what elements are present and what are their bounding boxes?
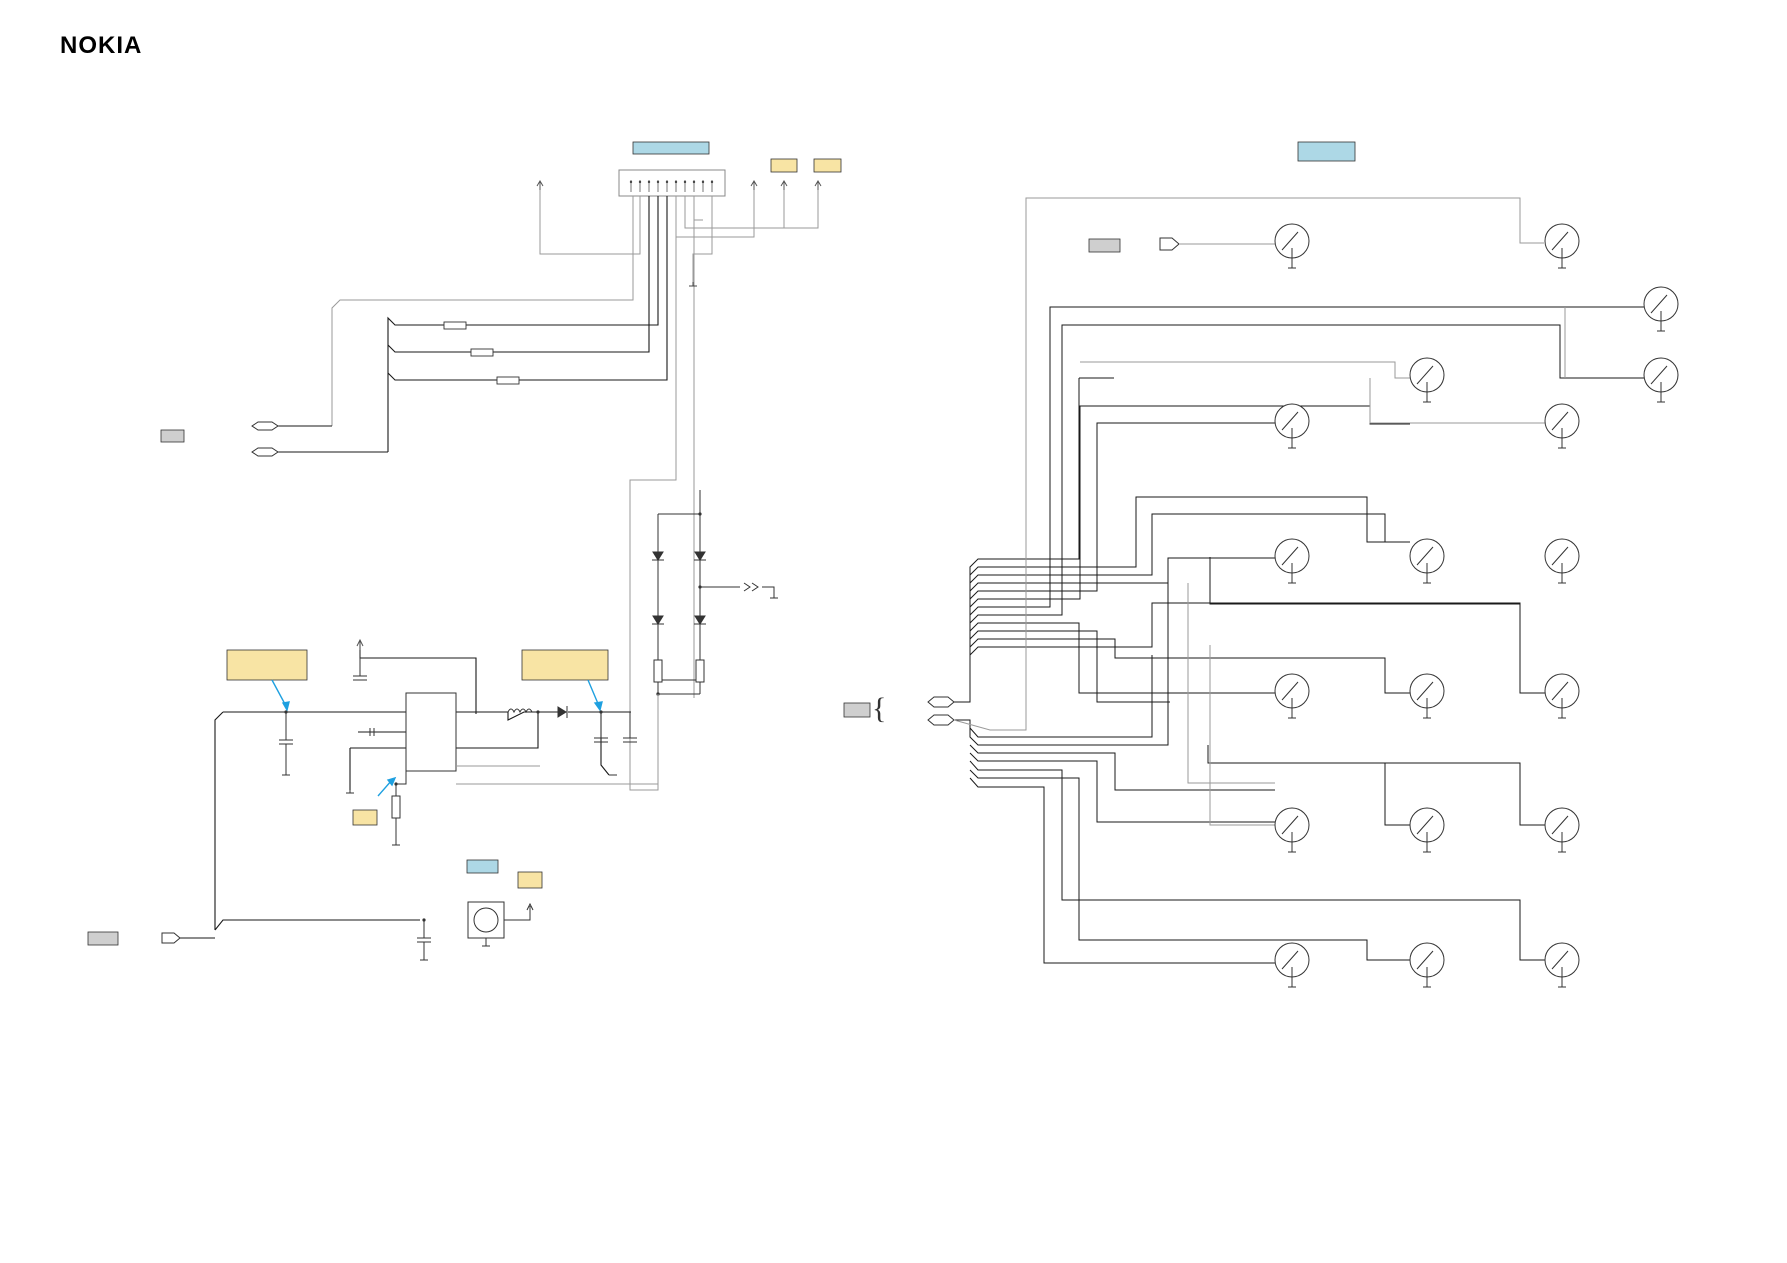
keypad-switch-6 — [1274, 403, 1310, 449]
keypad-switch-1 — [1274, 223, 1310, 269]
keypad-switch-9 — [1409, 538, 1445, 584]
keypad-matrix: { — [843, 141, 1679, 988]
tag-yellow-fb — [352, 809, 378, 826]
lcd-connector — [618, 169, 726, 197]
tag-gray-left-1 — [160, 429, 185, 443]
keypad-switch-4 — [1409, 357, 1445, 403]
keypad-switch-11 — [1274, 673, 1310, 719]
keypad-switch-15 — [1409, 807, 1445, 853]
tag-gray-left-2 — [87, 931, 119, 946]
keypad-switch-14 — [1274, 807, 1310, 853]
title-label-connector — [632, 141, 710, 155]
brace-symbol: { — [872, 692, 886, 725]
inductor — [507, 708, 533, 714]
keypad-switch-17 — [1274, 942, 1310, 988]
keypad-switch-10 — [1544, 538, 1580, 584]
left-schematic — [87, 141, 842, 961]
note-box-yellow-right — [521, 649, 609, 681]
tag-yellow-buzzer — [517, 871, 543, 889]
keypad-switch-18 — [1409, 942, 1445, 988]
keypad-switch-12 — [1409, 673, 1445, 719]
keypad-switch-7 — [1544, 403, 1580, 449]
keypad-switch-3 — [1643, 286, 1679, 332]
keypad-switch-5 — [1643, 357, 1679, 403]
note-box-yellow-left — [226, 649, 308, 681]
nokia-logo: NOKIA — [60, 32, 142, 59]
keypad-switch-19 — [1544, 942, 1580, 988]
tag-yellow-2 — [813, 158, 842, 173]
keypad-switch-13 — [1544, 673, 1580, 719]
tag-gray-keypad-top — [1088, 238, 1121, 253]
resistor-r3 — [496, 376, 520, 385]
diode — [557, 706, 568, 718]
keypad-switch-2 — [1544, 223, 1580, 269]
boost-ic — [405, 692, 457, 772]
tag-blue-buzzer — [466, 859, 499, 874]
resistor-r2 — [470, 348, 494, 357]
keypad-switches — [1274, 223, 1679, 988]
resistor-r1 — [443, 321, 467, 330]
tag-gray-keypad-left — [843, 702, 871, 718]
keypad-switch-16 — [1544, 807, 1580, 853]
keypad-switch-8 — [1274, 538, 1310, 584]
led-array — [652, 490, 778, 695]
connector-pins-left — [251, 421, 279, 457]
tag-yellow-1 — [770, 158, 798, 173]
title-label-keypad — [1297, 141, 1356, 162]
buzzer — [467, 901, 534, 947]
nokia-logo-text: NOKIA — [60, 32, 142, 59]
